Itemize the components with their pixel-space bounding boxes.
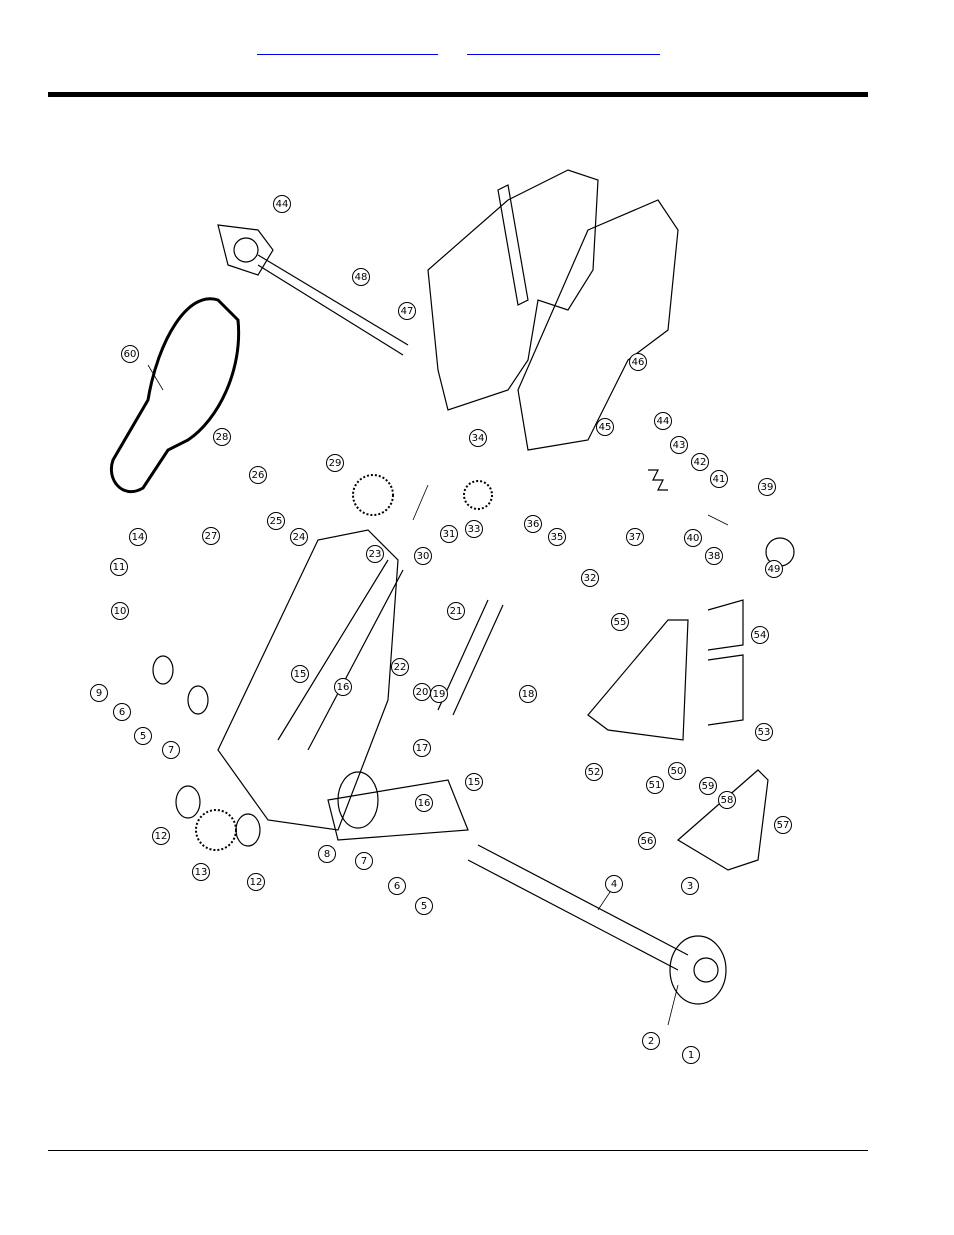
header-link-1[interactable] — [257, 38, 438, 55]
callout-part-44b: 44 — [654, 412, 672, 430]
callout-part-43: 43 — [670, 436, 688, 454]
callout-part-55: 55 — [611, 613, 629, 631]
callout-part-8: 8 — [318, 845, 336, 863]
callout-part-27: 27 — [202, 527, 220, 545]
callout-part-41: 41 — [710, 470, 728, 488]
callout-part-36: 36 — [524, 515, 542, 533]
header-rule — [48, 92, 868, 97]
callout-part-56: 56 — [638, 832, 656, 850]
callout-part-18: 18 — [519, 685, 537, 703]
callout-part-7b: 7 — [355, 852, 373, 870]
header-link-2[interactable] — [467, 38, 660, 55]
callout-part-12a: 12 — [152, 827, 170, 845]
callout-part-13: 13 — [192, 863, 210, 881]
callout-part-49: 49 — [765, 560, 783, 578]
callout-part-7a: 7 — [162, 741, 180, 759]
callout-part-16b: 16 — [415, 794, 433, 812]
callout-part-10: 10 — [111, 602, 129, 620]
callout-part-20: 20 — [413, 683, 431, 701]
callout-part-59: 59 — [699, 777, 717, 795]
callout-part-22: 22 — [391, 658, 409, 676]
callout-part-29: 29 — [326, 454, 344, 472]
callout-part-32: 32 — [581, 569, 599, 587]
callout-part-15a: 15 — [291, 665, 309, 683]
callout-part-57: 57 — [774, 816, 792, 834]
callout-part-34: 34 — [469, 429, 487, 447]
callout-part-9: 9 — [90, 684, 108, 702]
callout-part-16a: 16 — [334, 678, 352, 696]
callout-part-31: 31 — [440, 525, 458, 543]
callout-part-12b: 12 — [247, 873, 265, 891]
callout-part-48: 48 — [352, 268, 370, 286]
callout-part-23: 23 — [366, 545, 384, 563]
callout-part-51: 51 — [646, 776, 664, 794]
callout-part-3: 3 — [681, 877, 699, 895]
callout-part-33: 33 — [465, 520, 483, 538]
callout-part-17: 17 — [413, 739, 431, 757]
callout-part-26: 26 — [249, 466, 267, 484]
callout-part-58: 58 — [718, 791, 736, 809]
callout-part-5b: 5 — [415, 897, 433, 915]
callout-part-46: 46 — [629, 353, 647, 371]
callout-part-40: 40 — [684, 529, 702, 547]
callout-part-52: 52 — [585, 763, 603, 781]
callout-part-39: 39 — [758, 478, 776, 496]
callout-part-53: 53 — [755, 723, 773, 741]
footer-rule — [48, 1150, 868, 1151]
callout-part-1: 1 — [682, 1046, 700, 1064]
callout-part-2: 2 — [642, 1032, 660, 1050]
callout-part-25: 25 — [267, 512, 285, 530]
callout-part-47: 47 — [398, 302, 416, 320]
parts-diagram: 1 2 3 4 5 5 6 6 7 7 8 9 10 11 12 12 13 1… — [68, 140, 810, 1078]
callout-part-37: 37 — [626, 528, 644, 546]
callout-part-35: 35 — [548, 528, 566, 546]
callout-part-45: 45 — [596, 418, 614, 436]
callout-part-4: 4 — [605, 875, 623, 893]
callout-part-19: 19 — [430, 685, 448, 703]
callout-part-54: 54 — [751, 626, 769, 644]
callout-part-60: 60 — [121, 345, 139, 363]
callout-part-6b: 6 — [388, 877, 406, 895]
callout-part-30: 30 — [414, 547, 432, 565]
callout-part-42: 42 — [691, 453, 709, 471]
exploded-view-drawing — [110, 169, 795, 1026]
callout-part-44a: 44 — [273, 195, 291, 213]
callout-part-28: 28 — [213, 428, 231, 446]
callout-part-15b: 15 — [465, 773, 483, 791]
callout-part-6a: 6 — [113, 703, 131, 721]
callout-part-14: 14 — [129, 528, 147, 546]
callout-part-21: 21 — [447, 602, 465, 620]
callout-part-38: 38 — [705, 547, 723, 565]
callout-part-50: 50 — [668, 762, 686, 780]
callout-part-5a: 5 — [134, 727, 152, 745]
callout-part-11: 11 — [110, 558, 128, 576]
callout-part-24: 24 — [290, 528, 308, 546]
